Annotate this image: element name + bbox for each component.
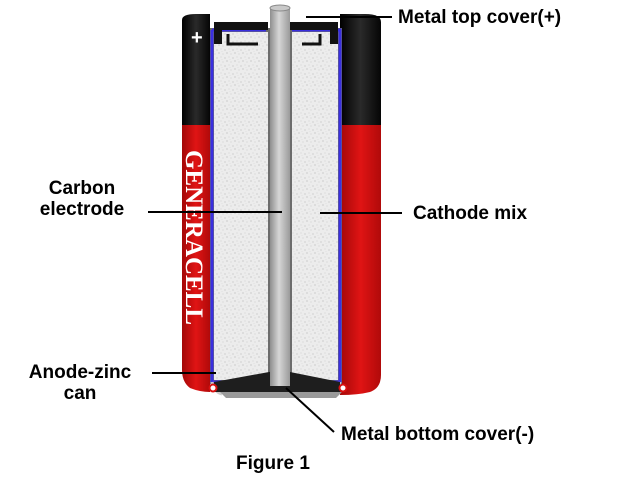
leader-bottom-cover [285, 387, 335, 433]
label-anode-zinc-can: Anode-zinc can [8, 362, 152, 404]
label-carbon-electrode: Carbon electrode [22, 178, 142, 220]
brand-text: GENERACELL [180, 150, 207, 325]
left-shell: GENERACELL + [180, 14, 210, 392]
right-shell [340, 14, 381, 395]
plus-terminal-mark: + [191, 27, 203, 49]
top-metal-cover [214, 22, 338, 46]
label-metal-bottom-cover: Metal bottom cover(-) [341, 424, 535, 445]
label-anode-line2: can [63, 383, 97, 404]
right-cathode-chamber [290, 28, 342, 396]
label-cathode-mix: Cathode mix [413, 203, 528, 224]
label-carbon-line1: Carbon [48, 178, 116, 199]
figure-caption: Figure 1 [236, 453, 310, 474]
label-carbon-line2: electrode [39, 199, 125, 220]
carbon-electrode-rod [269, 4, 291, 386]
left-cathode-chamber [210, 28, 270, 396]
label-anode-line1: Anode-zinc [28, 362, 132, 383]
label-metal-top-cover: Metal top cover(+) [398, 7, 562, 28]
leader-lines [148, 16, 402, 433]
